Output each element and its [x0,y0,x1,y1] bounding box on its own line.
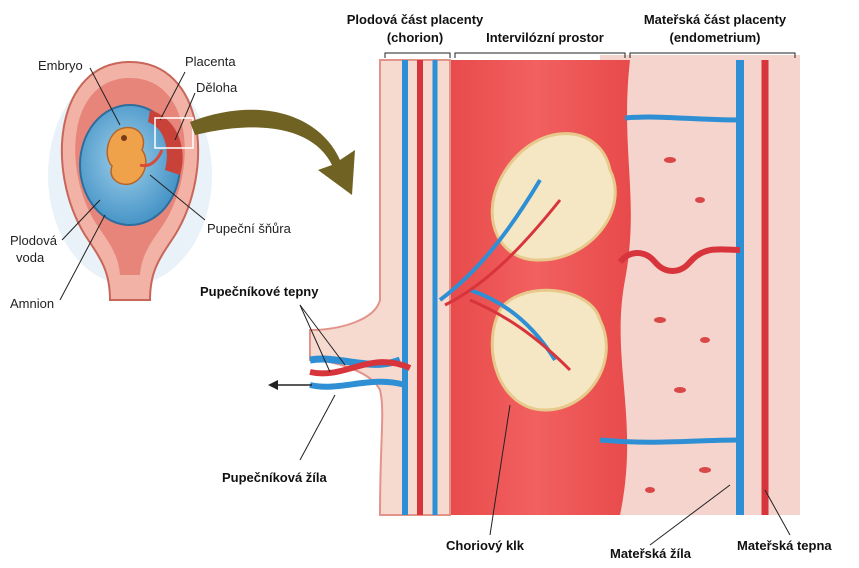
label-plodova-voda-1: Plodová [10,233,57,249]
label-materska-zila: Mateřská žíla [610,546,691,562]
label-choriovy-klk: Choriový klk [446,538,524,554]
label-intervilozni-prostor: Intervilózní prostor [470,30,620,46]
zoom-arrow [190,110,355,195]
label-materska-cast: Mateřská část placenty [625,12,805,28]
label-materska-tepna: Mateřská tepna [737,538,832,554]
label-endometrium: (endometrium) [625,30,805,46]
label-plodova-cast: Plodová část placenty [330,12,500,28]
label-amnion: Amnion [10,296,54,312]
label-placenta: Placenta [185,54,236,70]
label-embryo: Embryo [38,58,83,74]
label-pupecnikova-zila: Pupečníková žíla [222,470,327,486]
label-pupecni-snura: Pupeční šňůra [207,221,291,237]
label-deloha: Děloha [196,80,237,96]
uterus-inset [48,62,212,300]
label-plodova-voda-2: voda [16,250,44,266]
label-pupecnikove-tepny: Pupečníkové tepny [200,284,318,300]
placenta-section [268,55,800,515]
